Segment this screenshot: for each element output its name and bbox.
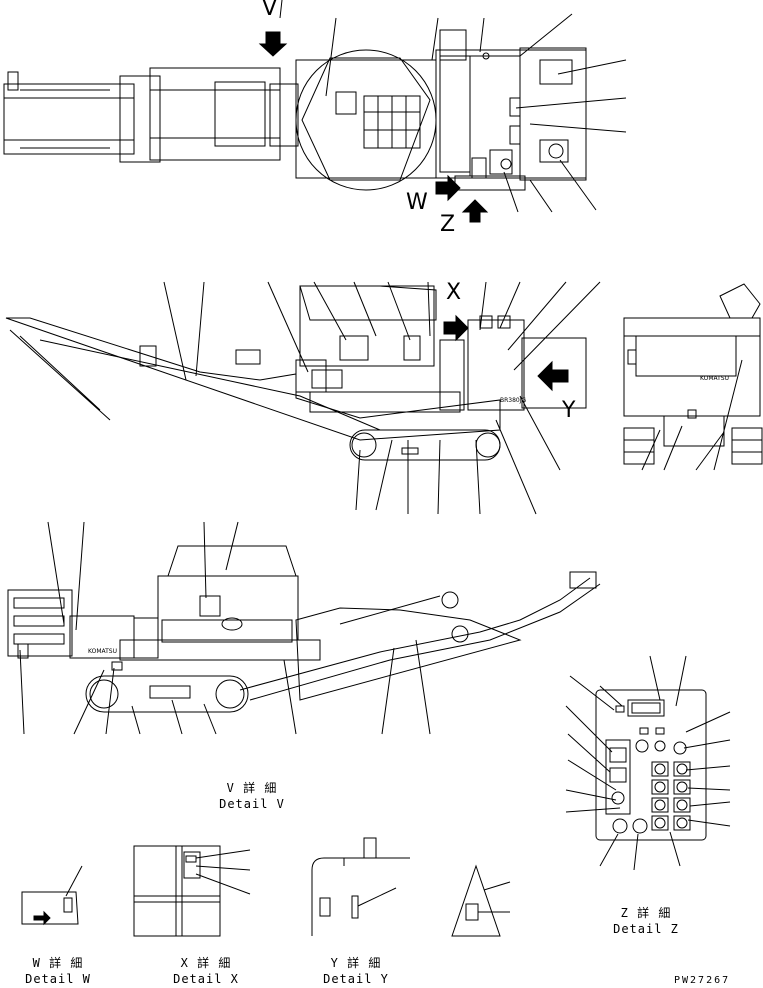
detail-z-caption-jp: Z 詳 細 <box>620 906 672 920</box>
detail-w-caption-jp: W 詳 細 <box>32 956 84 970</box>
detail-x-drawing <box>133 845 251 937</box>
rear-view <box>623 283 763 471</box>
detail-w-drawing <box>21 865 83 926</box>
detail-y-drawing <box>311 837 410 936</box>
brand-mark-rear: KOMATSU <box>700 375 730 382</box>
detail-y-caption-jp: Y 詳 細 <box>330 956 382 970</box>
control-panel-detail-z <box>565 655 731 871</box>
view-arrow-z-label: Z <box>440 212 456 237</box>
top-plan-view <box>3 0 627 223</box>
detail-w-caption-en: Detail W <box>25 972 91 986</box>
cone-detail-drawing <box>451 864 511 937</box>
brand-mark-side: KOMATSU <box>88 648 118 655</box>
detail-x-caption-jp: X 詳 細 <box>180 956 232 970</box>
view-arrow-w-label: W <box>406 190 428 215</box>
detail-z-caption-en: Detail Z <box>613 922 679 936</box>
side-view-right <box>5 281 601 515</box>
switch-grid <box>651 761 691 831</box>
detail-v-caption-jp: V 詳 細 <box>226 781 278 795</box>
view-arrow-x-label: X <box>446 280 462 305</box>
detail-y-caption-en: Detail Y <box>323 972 389 986</box>
detail-x-caption-en: Detail X <box>173 972 239 986</box>
detail-v-caption-en: Detail V <box>219 797 285 811</box>
model-badge: BR380JG <box>500 397 527 404</box>
drawing-code: PW27267 <box>674 975 731 986</box>
side-view-left <box>7 521 601 735</box>
view-arrow-v-label: V <box>262 0 278 21</box>
view-arrow-y-label: Y <box>562 398 576 423</box>
